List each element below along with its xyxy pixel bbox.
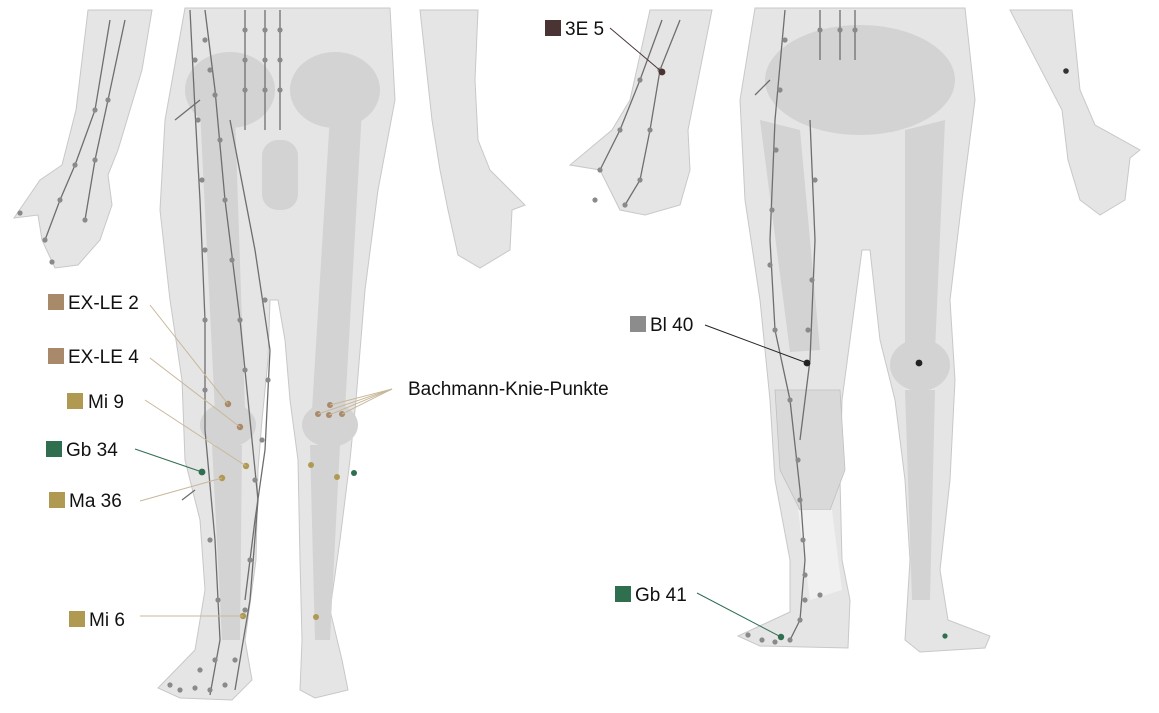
point-gb41-right	[942, 633, 947, 638]
point-extra-1	[308, 462, 314, 468]
back-pelvis	[765, 25, 955, 135]
point-extra-4	[313, 614, 319, 620]
point-hand-right	[1063, 68, 1069, 74]
label-mi9: Mi 9	[67, 392, 124, 413]
swatch-mi6	[69, 611, 85, 627]
label-gb34: Gb 34	[46, 440, 118, 461]
swatch-exle2	[48, 294, 64, 310]
label-text-gb34: Gb 34	[66, 440, 118, 461]
label-text-bachmann: Bachmann-Knie-Punkte	[408, 379, 609, 400]
label-3e5: 3E 5	[545, 19, 604, 40]
label-text-ma36: Ma 36	[69, 491, 122, 512]
label-text-gb41: Gb 41	[635, 585, 687, 606]
label-exle4: EX-LE 4	[48, 347, 139, 368]
label-text-bl40: Bl 40	[650, 315, 693, 336]
swatch-gb41	[615, 586, 631, 602]
leader-gb41	[697, 593, 781, 637]
back-left-arm	[570, 10, 712, 215]
label-exle2: EX-LE 2	[48, 293, 139, 314]
back-right-arm	[1010, 10, 1140, 215]
label-text-exle4: EX-LE 4	[68, 347, 139, 368]
swatch-bl40	[630, 316, 646, 332]
label-text-mi6: Mi 6	[89, 610, 125, 631]
front-left-arm	[14, 10, 152, 268]
point-bl40-right	[916, 360, 923, 367]
swatch-gb34	[46, 441, 62, 457]
label-gb41: Gb 41	[615, 585, 687, 606]
label-bl40: Bl 40	[630, 315, 693, 336]
front-right-arm	[420, 10, 525, 268]
point-extra-2	[334, 474, 340, 480]
swatch-3e5	[545, 20, 561, 36]
swatch-ma36	[49, 492, 65, 508]
front-knee-left	[200, 403, 256, 447]
label-text-mi9: Mi 9	[88, 392, 124, 413]
label-text-exle2: EX-LE 2	[68, 293, 139, 314]
swatch-exle4	[48, 348, 64, 364]
point-extra-3	[351, 470, 357, 476]
label-mi6: Mi 6	[69, 610, 125, 631]
label-text-3e5: 3E 5	[565, 19, 604, 40]
swatch-mi9	[67, 393, 83, 409]
label-ma36: Ma 36	[49, 491, 122, 512]
front-genital	[262, 140, 298, 210]
